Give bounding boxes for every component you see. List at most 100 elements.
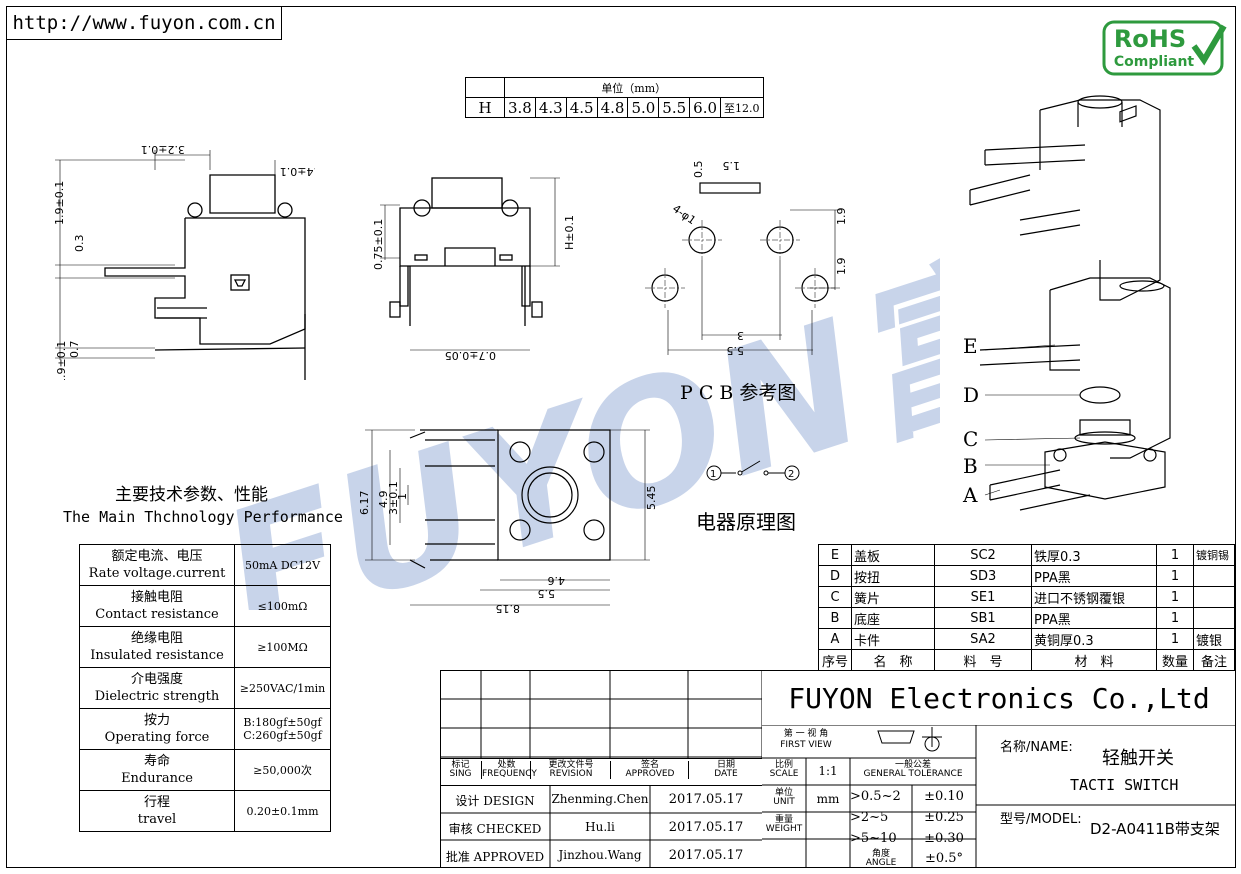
dim-label: 0.75±0.1: [372, 219, 385, 270]
scale-cn: 比例: [774, 760, 793, 770]
revision-grid: [440, 670, 762, 758]
spec-value: 50mA DC12V: [234, 544, 331, 586]
tolerance-range: >2~5: [850, 810, 889, 825]
scale-value: 1:1: [818, 764, 838, 778]
spec-value: B:180gf±50gf: [243, 716, 322, 729]
spec-name-cn: 寿命: [143, 754, 170, 769]
part-code: SA2: [934, 628, 1032, 650]
spec-value: ≥100MΩ: [234, 626, 331, 668]
signoff-date: 2017.05.17: [668, 848, 744, 863]
spec-name-en: travel: [137, 812, 177, 827]
height-cell: 4.3: [534, 97, 567, 118]
dim-label: 5.5: [727, 344, 745, 357]
part-label-a: A: [963, 483, 978, 507]
parts-row: E 盖板 SC2 铁厚0.3 1 镀铜锡: [818, 544, 1235, 566]
tolerance-value: ±0.30: [924, 831, 964, 846]
part-id: C: [818, 586, 852, 608]
dim-label: 5.45: [645, 486, 658, 511]
name-label: 名称/NAME:: [1000, 740, 1073, 755]
part-material: 进口不锈钢覆银: [1031, 586, 1157, 608]
part-note: 镀铜锡: [1193, 544, 1235, 566]
dim-label: 3.2±0.1: [141, 143, 185, 156]
col-header: 序号: [818, 649, 852, 671]
spec-value: ≤100mΩ: [234, 585, 331, 627]
dim-label: 1.5: [723, 159, 741, 172]
part-name: 卡件: [851, 628, 935, 650]
part-qty: 1: [1156, 607, 1194, 629]
check-icon: [1191, 24, 1227, 66]
gt-en: GENERAL TOLERANCE: [863, 769, 963, 779]
spec-name-en: Dielectric strength: [94, 689, 220, 704]
height-cell: 6.0: [689, 97, 722, 118]
part-note: [1193, 607, 1235, 629]
part-name: 盖板: [851, 544, 935, 566]
spec-name-en: Rate voltage.current: [88, 566, 226, 581]
product-name-en: TACTI SWITCH: [1070, 776, 1179, 794]
part-note: [1193, 565, 1235, 587]
hdr-cn: 更改文件号: [548, 760, 594, 770]
dim-label: 4.6: [548, 574, 566, 587]
spec-name-cn: 接触电阻: [130, 590, 183, 605]
part-id: A: [818, 628, 852, 650]
col-header: 材 料: [1031, 649, 1157, 671]
hdr-en: SING: [449, 769, 472, 779]
part-name: 按扭: [851, 565, 935, 587]
part-qty: 1: [1156, 565, 1194, 587]
title-block: [440, 670, 1236, 868]
dim-label: 6.17: [358, 491, 371, 516]
spec-title-en: The Main Thchnology Performance: [63, 508, 343, 526]
side-view-drawing: 3.2±0.1 2.4±0.1 1.9±0.1 0.3 1.9±0.1 0.7: [53, 143, 315, 380]
tolerance-value: ±0.10: [924, 789, 964, 804]
dim-label: 0.7: [68, 341, 81, 359]
signoff-grid: [440, 786, 762, 868]
part-code: SE1: [934, 586, 1032, 608]
part-note: 镀银: [1193, 628, 1235, 650]
dim-label: 1.9±0.1: [55, 341, 68, 380]
dim-label: 0.7±0.05: [445, 349, 496, 362]
dim-label: 1: [396, 493, 409, 500]
signoff-date: 2017.05.17: [668, 820, 744, 835]
isometric-views: [969, 95, 1171, 511]
part-label-d: D: [963, 383, 980, 407]
top-view-drawing: 6.17 4.9 3±0.1 1 5.45 4.6 5.5 8.15: [358, 429, 658, 615]
parts-row: C 簧片 SE1 进口不锈钢覆银 1: [818, 586, 1235, 608]
col-header: 名 称: [851, 649, 935, 671]
signoff-label: 审核 CHECKED: [448, 822, 542, 836]
rohs-text: RoHS: [1114, 25, 1186, 53]
height-table: 单位（mm） H 3.8 4.3 4.5 4.8 5.0 5.5 6.0 至12…: [465, 77, 764, 118]
hdr-en: DATE: [714, 769, 738, 779]
part-note: [1193, 586, 1235, 608]
parts-header-row: 序号 名 称 料 号 材 料 数量 备注: [818, 649, 1235, 671]
parts-row: D 按扭 SD3 PPA黑 1: [818, 565, 1235, 587]
pin-label: 1: [710, 469, 716, 480]
website-url[interactable]: http://www.fuyon.com.cn: [6, 6, 282, 40]
part-qty: 1: [1156, 628, 1194, 650]
part-label-b: B: [963, 454, 978, 478]
dim-label: 1.9: [835, 258, 848, 276]
spec-name-en: Operating force: [104, 730, 210, 745]
hdr-cn: 签名: [640, 760, 659, 770]
part-material: 铁厚0.3: [1031, 544, 1157, 566]
part-qty: 1: [1156, 586, 1194, 608]
dim-label: 2.4±0.1: [280, 165, 315, 178]
tolerance-range: >5~10: [850, 831, 897, 846]
spec-name-cn: 行程: [143, 795, 170, 810]
model-label: 型号/MODEL:: [1000, 812, 1082, 827]
height-cell: 5.0: [627, 97, 660, 118]
height-cell: 4.5: [565, 97, 598, 118]
dim-label: 0.3: [73, 235, 86, 253]
tolerance-value: ±0.5°: [924, 851, 964, 866]
dim-label: H±0.1: [563, 215, 576, 250]
parts-row: A 卡件 SA2 黄铜厚0.3 1 镀银: [818, 628, 1235, 650]
spec-title-cn: 主要技术参数、性能: [115, 485, 268, 505]
